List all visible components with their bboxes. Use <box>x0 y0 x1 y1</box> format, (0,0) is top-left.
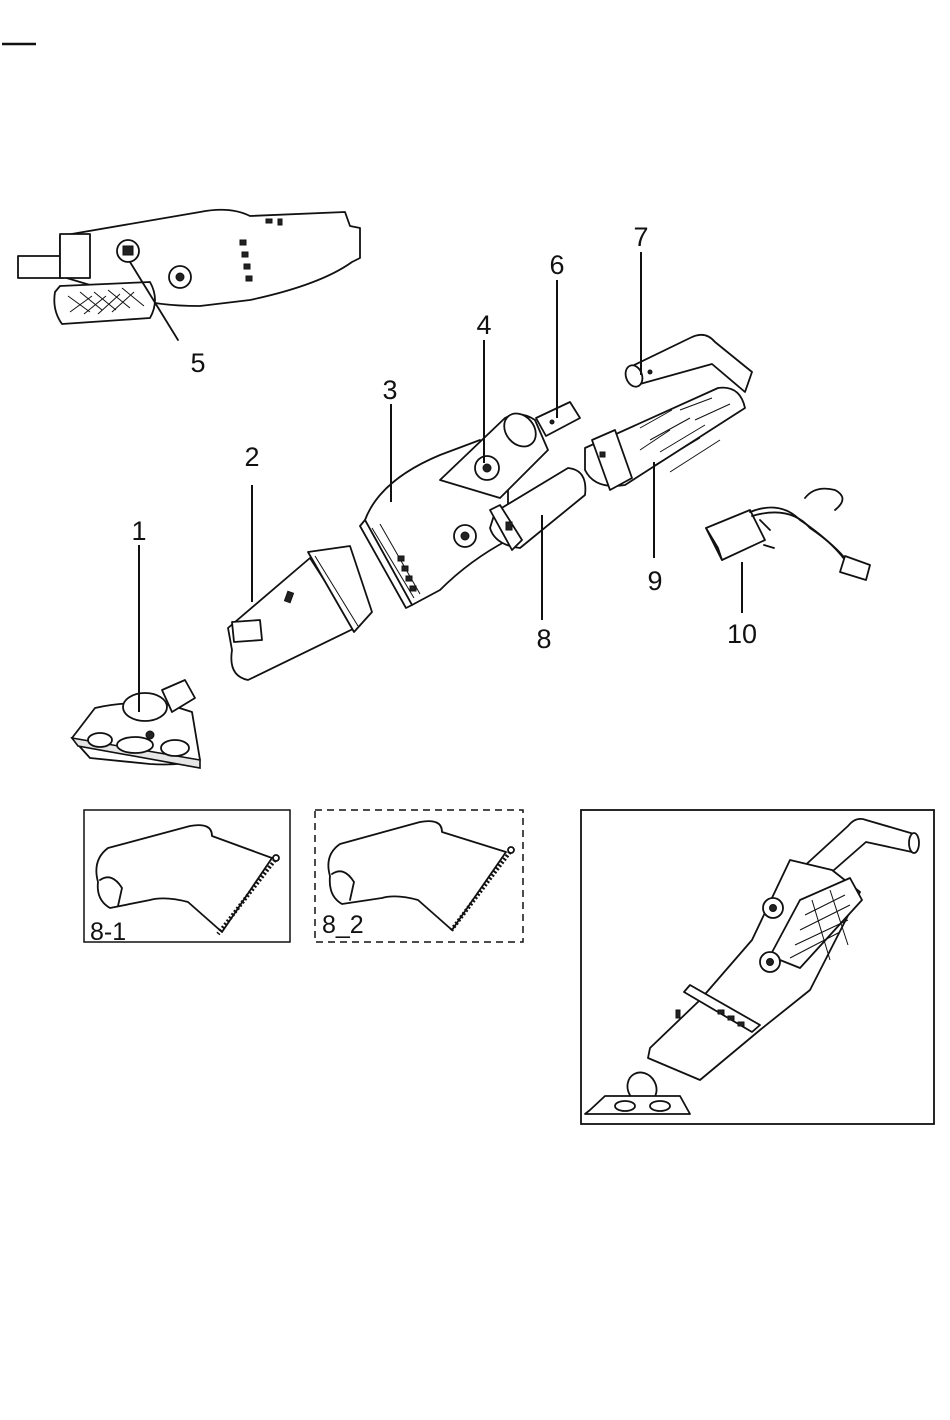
assembled-unit-view <box>581 810 934 1124</box>
inset-label-8-1: 8-1 <box>90 918 126 946</box>
assembled-head-view <box>18 210 360 340</box>
handle-part <box>623 335 752 392</box>
callout-6: 6 <box>549 250 564 280</box>
callout-9: 9 <box>647 566 662 596</box>
callout-1: 1 <box>131 516 146 546</box>
callout-4: 4 <box>476 310 491 340</box>
brush-head-part <box>72 680 200 768</box>
callout-5: 5 <box>190 348 205 378</box>
callout-10: 10 <box>727 619 757 649</box>
charger-part <box>706 489 870 580</box>
callout-2: 2 <box>244 442 259 472</box>
callout-8: 8 <box>536 624 551 654</box>
callout-3: 3 <box>382 375 397 405</box>
filter-cartridge-part <box>585 388 745 490</box>
nozzle-part <box>228 546 372 680</box>
inset-bag-a: 8-1 <box>84 810 290 946</box>
inset-bag-b: 8_2 <box>315 810 523 942</box>
inset-label-8-2: 8_2 <box>322 911 364 939</box>
callout-7: 7 <box>633 222 648 252</box>
